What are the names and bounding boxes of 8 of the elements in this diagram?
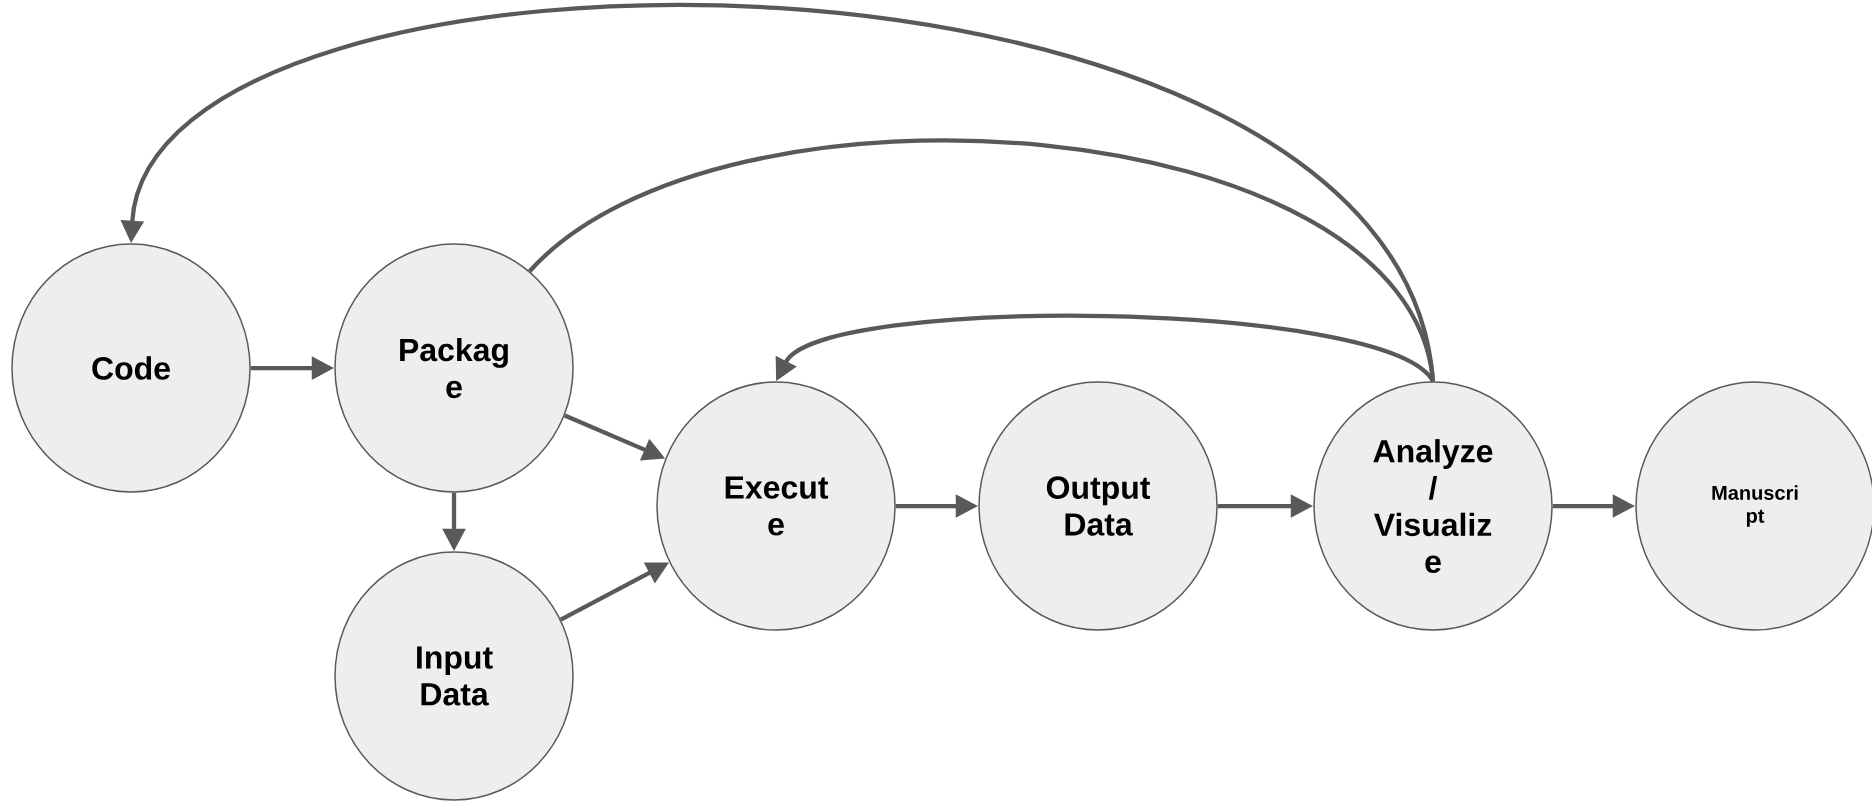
circle-node: Packag e (334, 243, 574, 493)
circle-node: Code (11, 243, 251, 493)
circle-node: Execut e (656, 381, 896, 631)
circle-node: Output Data (978, 381, 1218, 631)
circle-node: Analyze / Visualiz e (1313, 381, 1553, 631)
arrow (775, 313, 1435, 383)
circle-node: Manuscri pt (1635, 381, 1872, 631)
circle-node: Input Data (334, 551, 574, 801)
